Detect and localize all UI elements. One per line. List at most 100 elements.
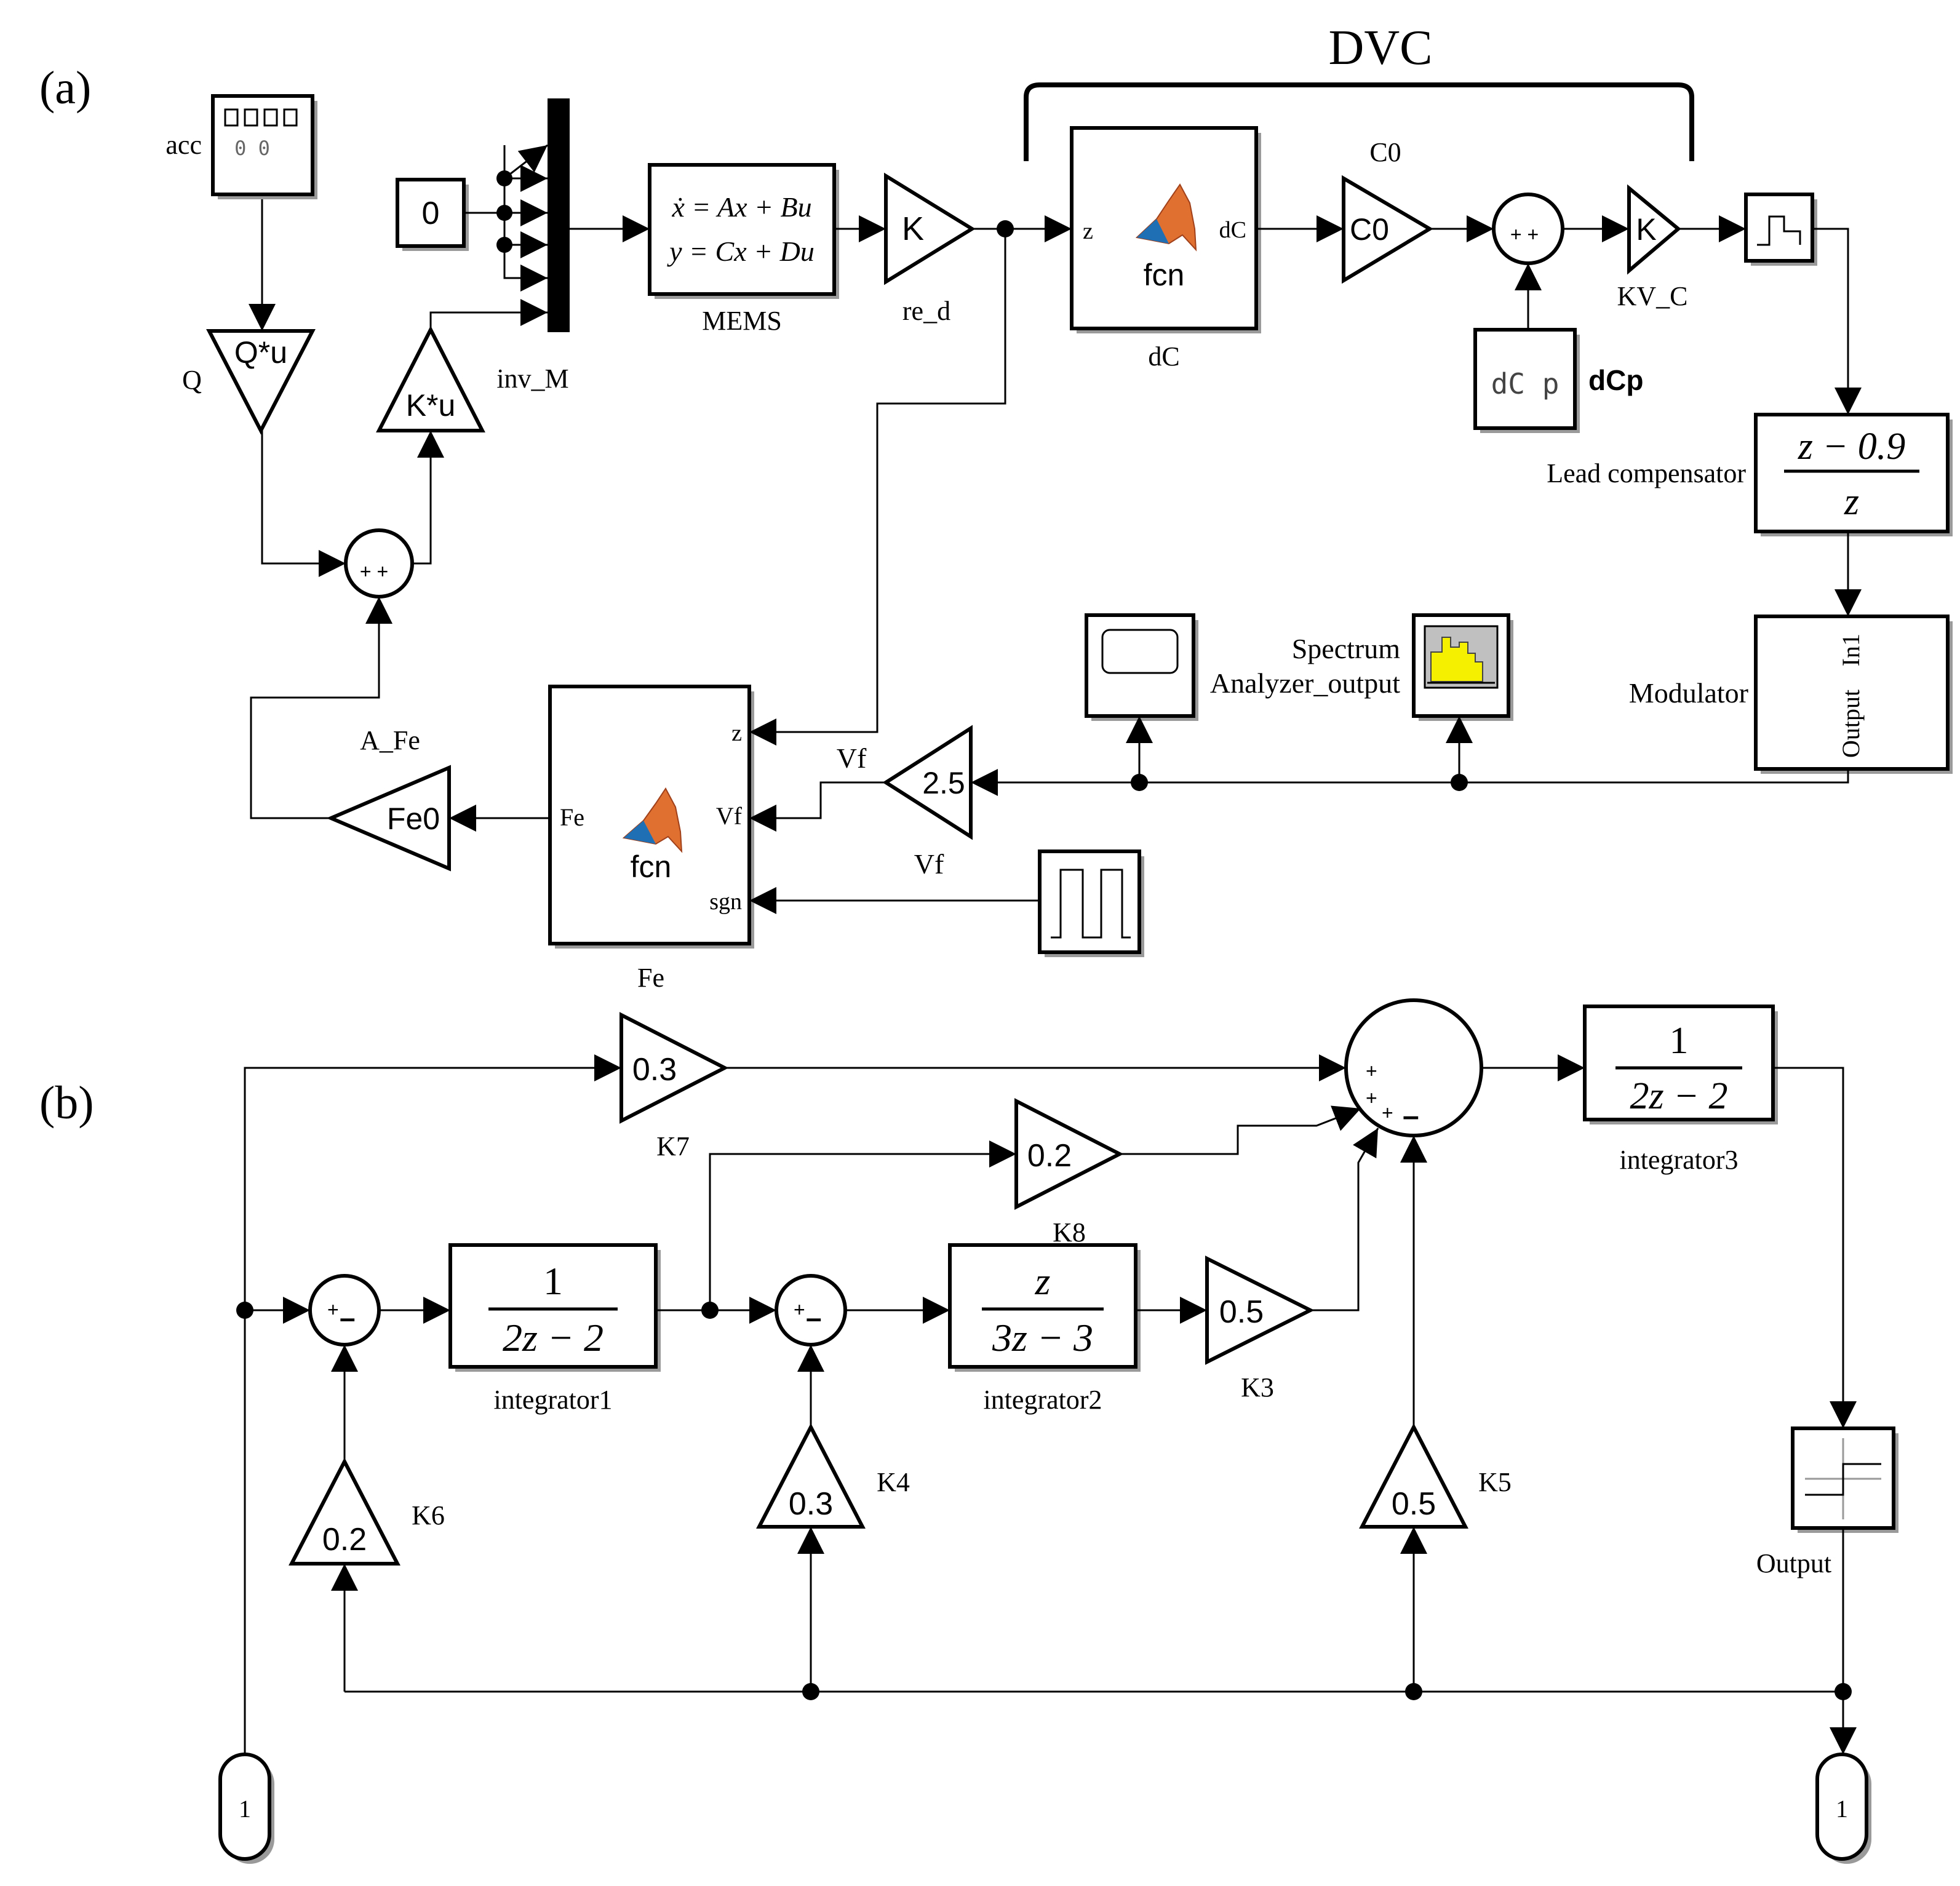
vf-gain-label: Vf <box>914 848 944 880</box>
panel-b-tag: (b) <box>39 1077 94 1129</box>
outport-1-value: 1 <box>1836 1795 1848 1823</box>
k5-label: K5 <box>1478 1467 1512 1497</box>
dcp-constant-block[interactable]: dC p <box>1473 328 1580 433</box>
lead-label: Lead compensator <box>1547 458 1746 488</box>
svg-text:–: – <box>806 1302 822 1334</box>
spectrum-label-1: Spectrum <box>1292 633 1401 664</box>
kv-c-label: KV_C <box>1617 281 1688 311</box>
c0-gain-expr: C0 <box>1350 212 1389 247</box>
dc-fcn-block[interactable]: z dC fcn <box>1070 126 1261 333</box>
acc-display-block[interactable]: 0 0 <box>211 94 317 199</box>
integrator1-num: 1 <box>543 1259 563 1303</box>
re-d-label: re_d <box>902 296 950 326</box>
modulator-label: Modulator <box>1629 677 1748 709</box>
spectrum-analyzer-block[interactable] <box>1412 613 1513 721</box>
output-quantizer-block[interactable] <box>1791 1426 1898 1533</box>
inport-1-value: 1 <box>239 1795 251 1823</box>
sum-dvc-signs: + + <box>1510 223 1539 245</box>
pulse-generator-block[interactable] <box>1038 849 1144 957</box>
constant-zero-block[interactable]: 0 <box>396 178 469 251</box>
svg-text:+: + <box>1366 1087 1377 1109</box>
ku-gain-block[interactable]: K*u <box>376 325 485 432</box>
scope-screen-icon <box>1101 629 1179 674</box>
svg-text:–: – <box>1403 1100 1419 1132</box>
wires-panel-a <box>249 144 1862 914</box>
spectrum-label-2: Analyzer_output <box>1210 667 1400 699</box>
k8-gain-block[interactable]: 0.2 <box>1014 1098 1124 1210</box>
sum-block-b[interactable]: + + + – <box>1344 998 1483 1137</box>
zero-order-hold-block[interactable] <box>1744 193 1817 266</box>
modulator-out-port: Output <box>1837 690 1865 758</box>
vf-gain-block[interactable]: 2.5 <box>882 725 973 840</box>
dc-out-port: dC <box>1219 217 1246 243</box>
wires-panel-b <box>236 1054 1857 1754</box>
vf-signal-label: Vf <box>837 742 867 774</box>
k3-label: K3 <box>1241 1372 1274 1403</box>
a-fe-label: A_Fe <box>360 725 420 755</box>
k4-gain-block[interactable]: 0.3 <box>756 1423 866 1529</box>
k3-gain-value: 0.5 <box>1219 1294 1264 1330</box>
fe-port-z: z <box>731 720 742 746</box>
integrator3-label: integrator3 <box>1619 1145 1738 1175</box>
svg-text:+: + <box>1366 1060 1377 1082</box>
k8-label: K8 <box>1053 1217 1086 1247</box>
integrator1-block[interactable]: 1 2z − 2 <box>448 1243 661 1372</box>
integrator2-den: 3z − 3 <box>992 1316 1093 1359</box>
a-fe-gain-block[interactable]: Fe0 <box>326 765 451 872</box>
integrator2-label: integrator2 <box>983 1385 1102 1415</box>
integrator1-den: 2z − 2 <box>503 1316 604 1359</box>
kv-c-gain-block[interactable]: K <box>1627 184 1681 275</box>
mems-state-space-block[interactable]: ẋ = Ax + Bu y = Cx + Du <box>648 163 839 299</box>
integrator2-num: z <box>1035 1259 1051 1303</box>
staircase-icon <box>1757 215 1801 246</box>
sum-block-a[interactable]: + + <box>344 528 414 599</box>
k5-gain-block[interactable]: 0.5 <box>1359 1423 1468 1529</box>
k6-gain-block[interactable]: 0.2 <box>289 1457 400 1566</box>
a-fe-gain-expr: Fe0 <box>387 802 440 836</box>
k7-label: K7 <box>656 1131 690 1161</box>
sum-a-signs: + + <box>360 560 388 583</box>
sum1-block[interactable]: + – <box>308 1274 381 1347</box>
fe-fcn-block[interactable]: z Vf sgn Fe fcn <box>548 685 754 949</box>
dvc-bracket <box>1024 82 1694 161</box>
inv-m-mux[interactable] <box>548 98 570 332</box>
quantizer-step-icon <box>1805 1463 1881 1496</box>
lead-compensator-block[interactable]: z − 0.9 z <box>1754 413 1953 536</box>
k5-gain-value: 0.5 <box>1392 1486 1436 1522</box>
c0-gain-block[interactable]: C0 <box>1342 175 1433 284</box>
modulator-in-port: In1 <box>1837 634 1865 666</box>
k7-gain-value: 0.3 <box>632 1052 677 1088</box>
q-gain-block[interactable]: Q*u <box>206 329 316 435</box>
integrator2-block[interactable]: z 3z − 3 <box>948 1243 1141 1372</box>
q-gain-expr: Q*u <box>234 335 287 370</box>
sum-block-dvc[interactable]: + + <box>1492 193 1564 265</box>
panel-a-tag: (a) <box>39 62 91 114</box>
k3-gain-block[interactable]: 0.5 <box>1205 1255 1315 1365</box>
mems-label: MEMS <box>702 306 782 336</box>
k7-gain-block[interactable]: 0.3 <box>619 1012 729 1124</box>
integrator3-den: 2z − 2 <box>1630 1075 1728 1117</box>
k4-gain-value: 0.3 <box>789 1486 833 1522</box>
modulator-block[interactable]: In1 Output <box>1754 615 1953 774</box>
c0-label: C0 <box>1369 137 1401 167</box>
inport-1-block[interactable]: 1 <box>218 1753 274 1864</box>
integrator3-block[interactable]: 1 2z − 2 <box>1583 1005 1778 1124</box>
scope-block[interactable] <box>1085 613 1198 721</box>
dcp-label: dCp <box>1588 364 1643 396</box>
constant-zero-value: 0 <box>422 196 440 231</box>
re-d-gain-expr: K <box>902 210 924 247</box>
kv-c-gain-expr: K <box>1636 212 1656 247</box>
integrator3-num: 1 <box>1670 1020 1689 1062</box>
outport-1-block[interactable]: 1 <box>1815 1753 1871 1864</box>
re-d-gain-block[interactable]: K <box>884 172 976 285</box>
sum2-block[interactable]: + – <box>775 1274 847 1347</box>
svg-text:+: + <box>1382 1102 1393 1124</box>
dc-fcn-text: fcn <box>1144 258 1185 292</box>
acc-label: acc <box>165 130 202 160</box>
spectrum-bars-icon <box>1430 637 1483 682</box>
mems-eq2: y = Cx + Du <box>667 236 815 267</box>
q-gain-label: Q <box>182 365 202 395</box>
lead-num: z − 0.9 <box>1798 426 1905 468</box>
ku-gain-expr: K*u <box>406 388 456 423</box>
